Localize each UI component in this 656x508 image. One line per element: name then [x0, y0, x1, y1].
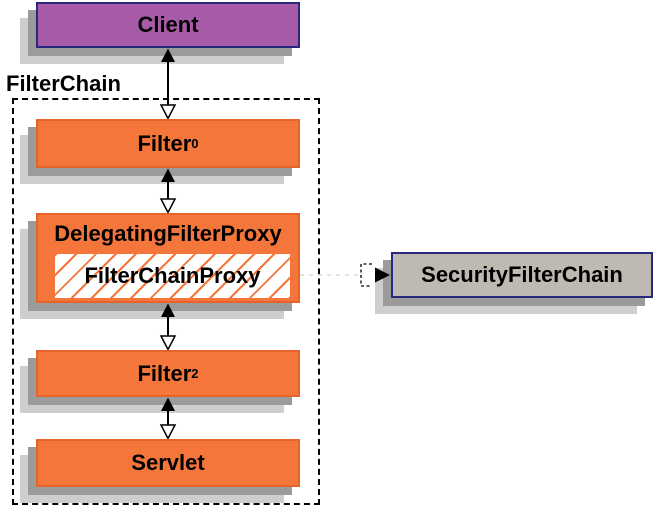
- client-label: Client: [137, 12, 199, 37]
- connector-filter2-servlet-arrow: [159, 397, 177, 439]
- filter2-label: Filter: [137, 360, 192, 386]
- node-client: Client: [36, 2, 300, 48]
- filter-chain-container: [12, 98, 320, 505]
- arrow-down-hollow-icon: [159, 424, 177, 439]
- arrow-up-solid-icon: [161, 303, 175, 317]
- arrow-up-solid-icon: [161, 168, 175, 182]
- delegating-filter-proxy-label: DelegatingFilterProxy: [54, 220, 282, 246]
- connector-client-filter0-arrow: [159, 48, 177, 119]
- node-servlet: Servlet: [36, 439, 300, 487]
- filter-chain-proxy-label: FilterChainProxy: [84, 263, 261, 288]
- arrow-right-solid-icon: [375, 267, 390, 283]
- node-filter-chain-proxy: FilterChainProxy: [53, 252, 292, 300]
- security-filter-chain-label: SecurityFilterChain: [421, 262, 623, 287]
- arrow-down-hollow-icon: [159, 335, 177, 350]
- arrow-down-hollow-icon: [159, 198, 177, 213]
- connector-dfp-filter2-arrow: [159, 303, 177, 350]
- arrow-down-hollow-icon: [159, 104, 177, 119]
- arrow-up-solid-icon: [161, 397, 175, 411]
- arrow-up-solid-icon: [161, 48, 175, 62]
- connector-fcp-sfc-dashed-arrow: [300, 263, 390, 287]
- node-security-filter-chain: SecurityFilterChain: [391, 252, 653, 298]
- connector-filter0-dfp-arrow: [159, 168, 177, 213]
- dashed-tail-icon: [360, 263, 372, 287]
- filter0-label: Filter: [137, 130, 192, 156]
- servlet-label: Servlet: [131, 450, 205, 475]
- filter-chain-label: FilterChain: [6, 71, 121, 96]
